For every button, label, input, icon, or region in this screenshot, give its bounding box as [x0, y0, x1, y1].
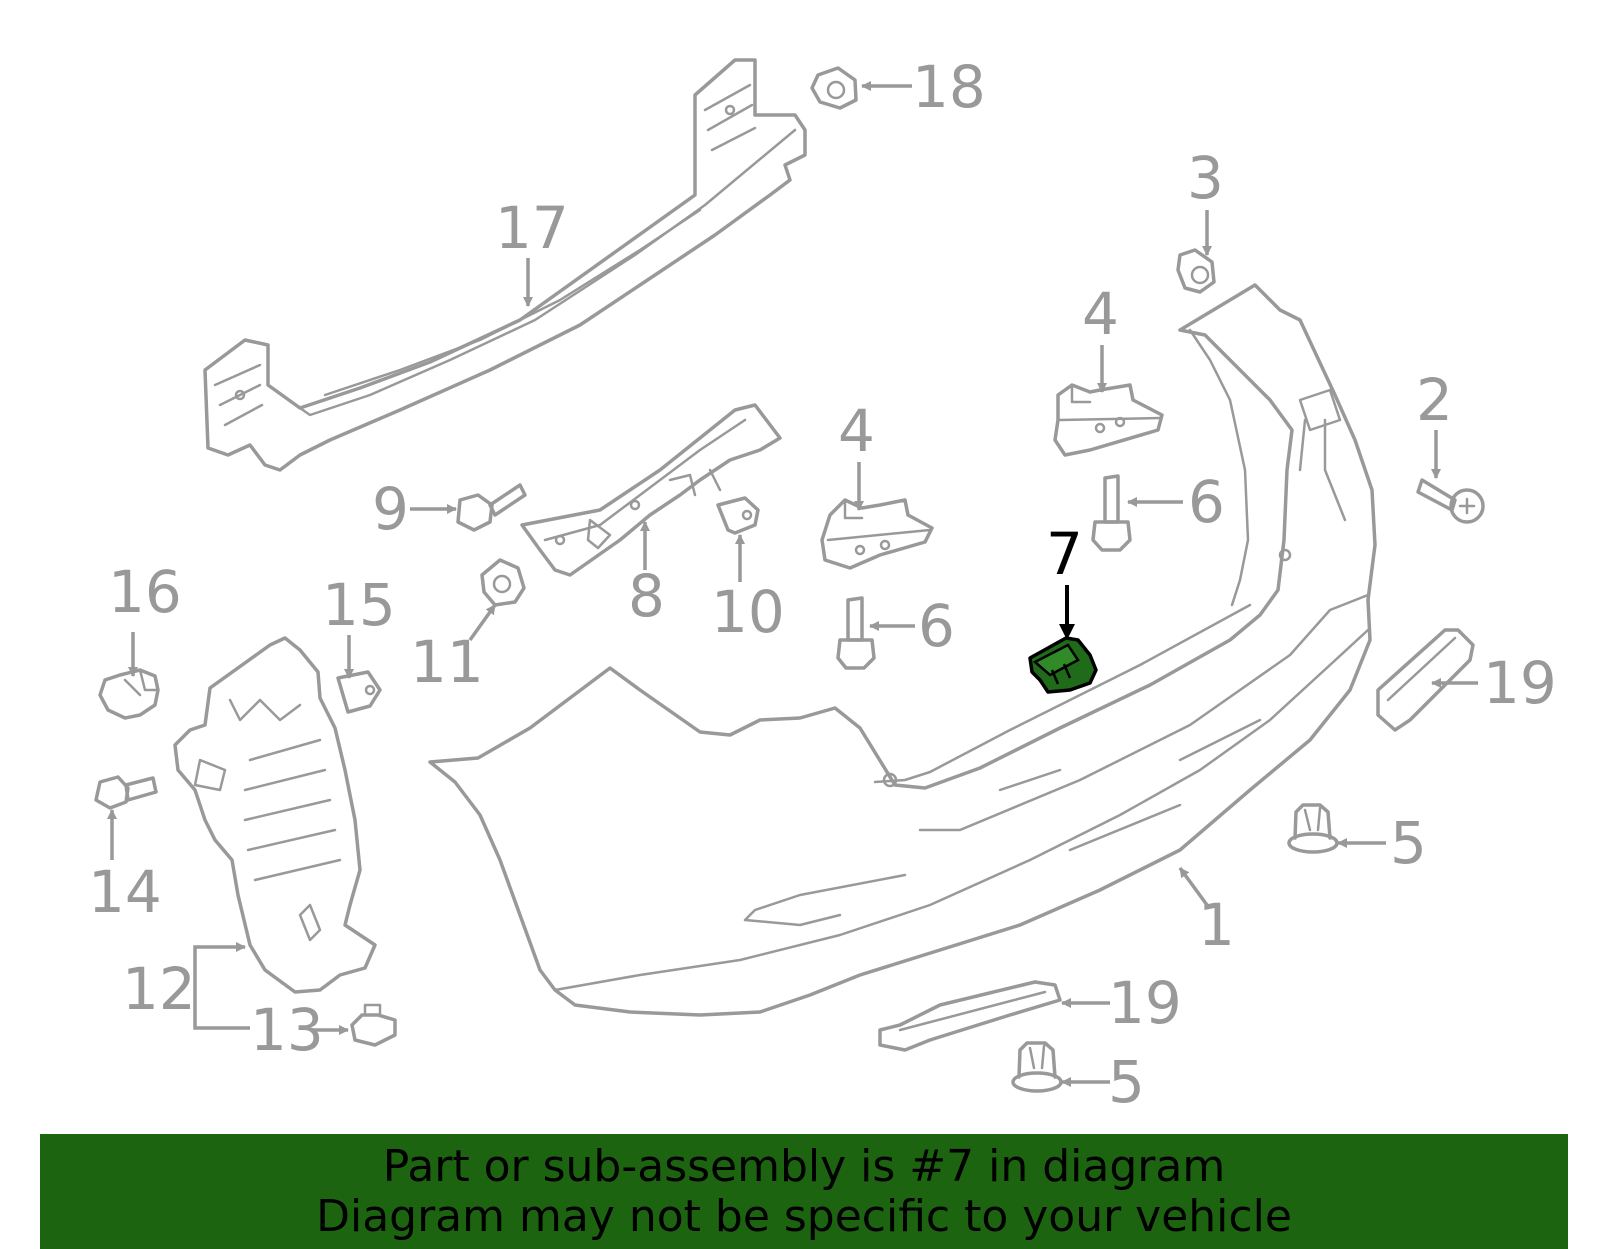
callout-3: 3: [1187, 144, 1224, 212]
part-18-nut: [810, 66, 858, 110]
callout-19-bottom: 19: [1108, 969, 1182, 1037]
part-15-clip: [336, 670, 382, 714]
part-17-reinforcement-beam: [203, 58, 807, 472]
part-8-bracket: [520, 403, 782, 577]
callout-4-middle: 4: [838, 397, 875, 465]
callout-9: 9: [372, 475, 409, 543]
info-banner: Part or sub-assembly is #7 in diagram Di…: [40, 1134, 1568, 1249]
callout-18: 18: [912, 53, 986, 121]
callout-7: 7: [1046, 520, 1083, 588]
callout-5-lower: 5: [1108, 1048, 1145, 1116]
callout-12: 12: [122, 955, 196, 1023]
banner-line-part-number: Part or sub-assembly is #7 in diagram: [382, 1141, 1226, 1192]
part-19-strip-bottom: [878, 980, 1062, 1052]
part-11-nut: [480, 558, 526, 607]
part-1-bumper-cover: [428, 283, 1377, 1017]
part-7-highlighted-clip: [1028, 636, 1098, 694]
arrow-1: [1178, 866, 1209, 907]
part-10-clip: [716, 496, 760, 535]
callout-13: 13: [250, 996, 324, 1064]
arrow-7-highlight: [1059, 585, 1075, 640]
callout-19-right: 19: [1483, 649, 1557, 717]
part-5-clip-lower: [1011, 1041, 1063, 1093]
callout-6-upper: 6: [1188, 468, 1225, 536]
part-4-bracket-right: [1053, 383, 1164, 457]
callout-1: 1: [1198, 891, 1235, 959]
callout-17: 17: [495, 194, 569, 262]
part-16-clip: [98, 668, 160, 720]
banner-line-disclaimer: Diagram may not be specific to your vehi…: [316, 1191, 1292, 1242]
callout-15: 15: [322, 571, 396, 639]
callout-14: 14: [88, 858, 162, 926]
callout-10: 10: [711, 578, 785, 646]
callout-6-lower: 6: [918, 592, 955, 660]
part-19-strip-right: [1376, 628, 1475, 732]
part-6-bolt-lower: [836, 596, 876, 670]
callout-5-upper: 5: [1390, 809, 1427, 877]
leader-arrows: [107, 81, 1478, 1087]
part-2-screw: [1416, 478, 1485, 524]
part-3-clip: [1176, 248, 1216, 294]
part-12-side-bracket: [173, 636, 377, 994]
callout-labels: 18 17 3 4 2 6 4 9 7 8 10 6 11 16 15 19 1…: [88, 53, 1557, 1116]
arrow-11: [468, 603, 497, 642]
callout-16: 16: [108, 558, 182, 626]
callout-8: 8: [628, 562, 665, 630]
part-5-clip-upper: [1287, 803, 1339, 854]
arrow-12: [193, 942, 246, 988]
part-13-nut: [350, 1003, 397, 1047]
part-4-bracket-middle: [820, 498, 934, 570]
part-14-bolt: [94, 775, 158, 810]
callout-4-right: 4: [1082, 280, 1119, 348]
callout-11: 11: [410, 628, 484, 696]
callout-2: 2: [1416, 366, 1453, 434]
part-9-bolt: [456, 483, 527, 532]
part-6-bolt-upper: [1091, 474, 1132, 552]
bracket-12-13: [193, 988, 250, 1030]
